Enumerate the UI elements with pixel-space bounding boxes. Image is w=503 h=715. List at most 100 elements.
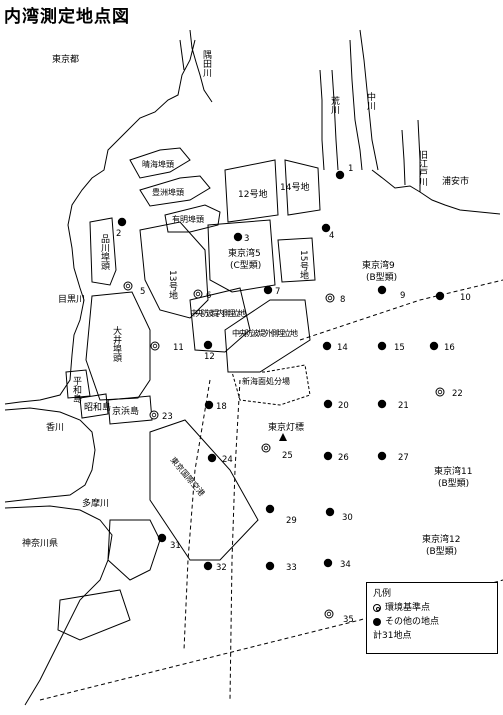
env-point-marker <box>149 410 159 420</box>
point-number-label: 20 <box>338 401 349 411</box>
measurement-point: 16 <box>429 341 455 353</box>
label-bay12-type: (B型類) <box>426 546 457 557</box>
label-bay5-type: (C型類) <box>230 260 261 271</box>
measurement-point: 21 <box>377 399 409 411</box>
point-number-label: 2 <box>116 229 121 239</box>
other-point-marker <box>204 400 214 410</box>
page-title: 内湾測定地点図 <box>4 7 130 27</box>
legend-box: 凡例 環境基準点 その他の地点 計31地点 <box>366 582 498 654</box>
legend-title: 凡例 <box>373 589 392 599</box>
env-point-marker-inner <box>195 291 201 297</box>
measurement-point: 8 <box>325 293 345 305</box>
other-point-marker <box>265 561 275 571</box>
label-ooi: 大井埠頭 <box>111 325 122 363</box>
legend-total: 計31地点 <box>373 631 412 641</box>
point-number-label: 10 <box>460 293 471 303</box>
measurement-point: 12 <box>203 340 215 362</box>
measurement-point: 10 <box>435 291 471 303</box>
measurement-point: 27 <box>377 451 409 463</box>
label-toyosu: 豊洲埠頭 <box>152 187 184 197</box>
label-tama: 多摩川 <box>82 497 109 509</box>
label-15gochi: 15号地 <box>298 250 309 279</box>
other-point-marker <box>157 533 167 543</box>
measurement-point: 7 <box>263 285 280 297</box>
chuo-inner <box>189 287 251 353</box>
label-urayasu: 浦安市 <box>442 175 469 187</box>
label-showa: 昭和島 <box>84 401 111 413</box>
label-heiwa: 平和島 <box>71 376 82 404</box>
legend-other-row: その他の地点 <box>373 615 491 629</box>
env-point-marker-inner <box>125 283 131 289</box>
haneda-airport <box>149 419 259 561</box>
other-point-marker <box>322 341 332 351</box>
env-point-marker <box>150 341 160 351</box>
label-kanagawa: 神奈川県 <box>22 537 58 549</box>
measurement-point: 25 <box>261 443 293 461</box>
point-number-label: 12 <box>204 352 215 362</box>
point-number-label: 30 <box>342 513 353 523</box>
env-point-marker-inner <box>437 389 443 395</box>
point-number-label: 33 <box>286 563 297 573</box>
measurement-point: 6 <box>193 289 211 301</box>
env-point-icon <box>373 604 381 612</box>
measurement-point: 20 <box>323 399 349 411</box>
other-point-marker <box>203 340 213 350</box>
measurement-point: 29 <box>265 504 297 526</box>
other-point-marker <box>325 507 335 517</box>
label-bay5: 東京湾5 <box>228 247 261 259</box>
measurement-point: 18 <box>204 400 227 412</box>
point-number-label: 3 <box>244 234 249 244</box>
point-number-label: 21 <box>398 401 409 411</box>
toyosu-pier <box>139 175 211 207</box>
other-point-marker <box>323 451 333 461</box>
point-number-label: 9 <box>400 291 405 301</box>
env-point-marker-inner <box>152 343 158 349</box>
label-arakawa: 荒川 <box>329 96 340 114</box>
ooi-pier <box>85 291 151 401</box>
label-ariake: 有明埠頭 <box>172 214 204 224</box>
measurement-point: 23 <box>149 410 173 422</box>
env-point-marker <box>324 609 334 619</box>
label-kyuedogawa: 旧江戸川 <box>417 150 428 186</box>
measurement-point: 9 <box>377 285 405 301</box>
label-bay11: 東京湾11 <box>434 465 472 477</box>
point-number-label: 15 <box>394 343 405 353</box>
other-point-marker <box>323 558 333 568</box>
measurement-point: 3 <box>233 232 249 244</box>
other-point-icon <box>373 618 381 626</box>
other-point-marker <box>265 504 275 514</box>
label-nakagawa: 中川 <box>365 91 376 110</box>
point-number-label: 32 <box>216 563 227 573</box>
measurement-point: 30 <box>325 507 353 523</box>
harumi-pier <box>129 147 191 179</box>
env-point-marker-inner <box>326 611 332 617</box>
arakawa-river <box>319 69 325 171</box>
point-number-label: 22 <box>452 389 463 399</box>
other-point-marker <box>377 285 387 295</box>
legend-env-label: 環境基準点 <box>385 603 431 613</box>
other-point-marker <box>377 341 387 351</box>
measurement-point: 2 <box>116 217 127 239</box>
label-harumi: 晴海埠頭 <box>142 159 174 169</box>
measurement-point: 11 <box>150 341 184 353</box>
measurement-point: 22 <box>435 387 463 399</box>
env-point-marker <box>123 281 133 291</box>
label-chuo-in: 中央防波堤内側埋立地 <box>190 308 246 318</box>
point-number-label: 16 <box>444 343 455 353</box>
other-point-marker <box>263 285 273 295</box>
point-number-label: 25 <box>282 451 293 461</box>
point-number-label: 26 <box>338 453 349 463</box>
label-14gochi: 14号地 <box>280 181 309 193</box>
other-point-marker <box>233 232 243 242</box>
point-number-label: 8 <box>340 295 345 305</box>
13-gochi <box>139 221 209 319</box>
other-point-marker <box>377 399 387 409</box>
measurement-point: 32 <box>203 561 227 573</box>
label-kaiya: 香川 <box>46 422 64 433</box>
env-point-marker <box>325 293 335 303</box>
label-meguro: 目黒川 <box>58 294 85 305</box>
point-number-label: 24 <box>222 455 233 465</box>
label-12gochi: 12号地 <box>238 188 267 200</box>
chuo-outer <box>224 299 311 373</box>
